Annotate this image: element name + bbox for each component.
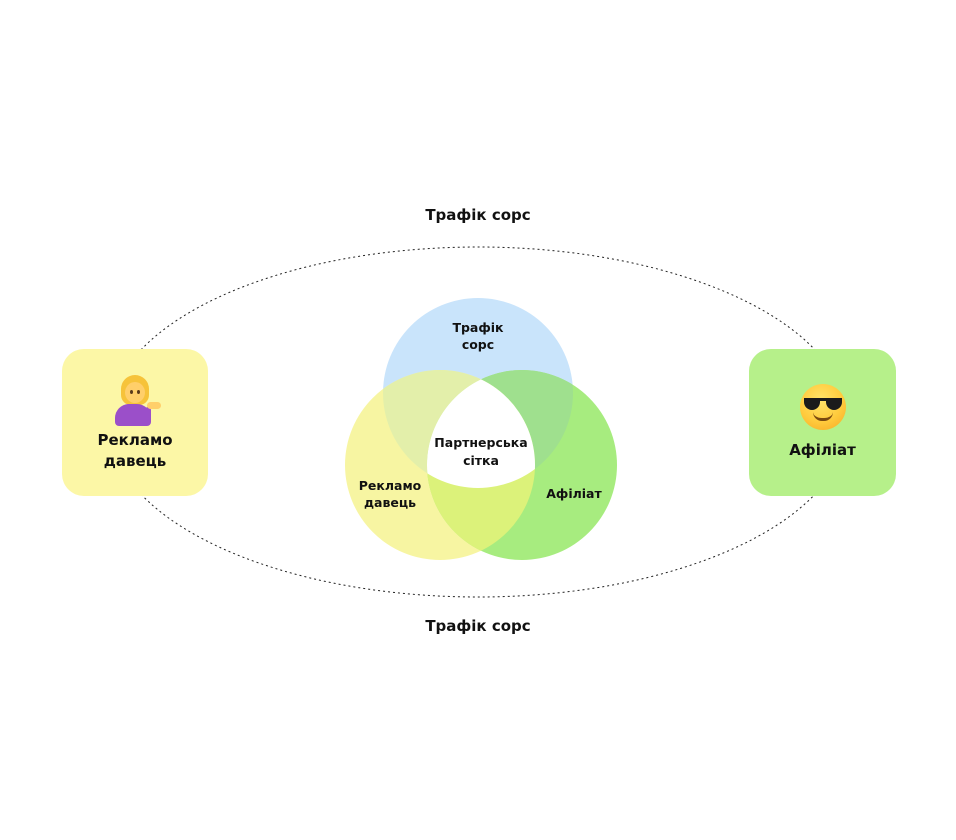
- venn-label-advertiser-line1: Рекламо: [359, 478, 422, 493]
- affiliate-card-title: Афіліат: [789, 441, 856, 459]
- smiling-face-with-sunglasses-icon: [799, 384, 846, 430]
- venn-label-affiliate: Афіліат: [546, 486, 602, 501]
- advertiser-card-title-line2: давець: [103, 451, 167, 470]
- advertiser-card-title: Рекламо давець: [97, 430, 172, 472]
- venn-label-advertiser-line2: давець: [364, 495, 416, 510]
- advertiser-card-title-line1: Рекламо: [97, 430, 173, 449]
- advertiser-card: Рекламо давець: [62, 349, 208, 496]
- person-tipping-hand-icon: [109, 374, 161, 426]
- venn-label-center-line1: Партнерська: [434, 435, 527, 450]
- venn-label-center-line2: сітка: [463, 453, 499, 468]
- venn-label-traffic-source-line1: Трафік: [452, 320, 504, 335]
- bottom-traffic-source-label: Трафік сорс: [425, 617, 530, 635]
- top-traffic-source-label: Трафік сорс: [425, 206, 530, 224]
- venn-center-partner-network: [427, 370, 535, 488]
- venn-label-traffic-source-line2: сорс: [462, 337, 494, 352]
- affiliate-card: Афіліат: [749, 349, 896, 496]
